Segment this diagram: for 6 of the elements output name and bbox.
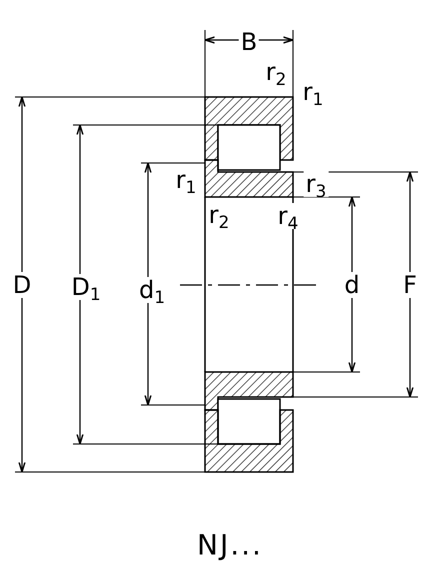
radius-label: r$_{2}$ bbox=[264, 59, 288, 85]
caption: NJ... bbox=[197, 528, 263, 562]
radius-label: r$_{3}$ bbox=[304, 171, 328, 197]
radius-label: r$_{1}$ bbox=[174, 167, 198, 193]
radius-label: r$_{2}$ bbox=[208, 202, 230, 228]
radius-label: r$_{1}$ bbox=[302, 79, 324, 105]
